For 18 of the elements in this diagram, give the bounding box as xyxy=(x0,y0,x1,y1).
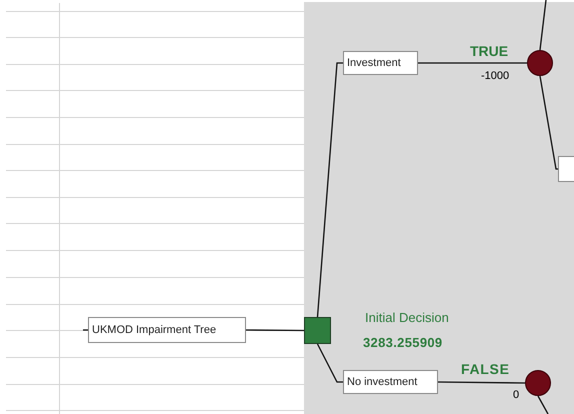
node-caption: Initial Decision xyxy=(365,311,449,324)
decision-node-square xyxy=(304,317,331,344)
node-value: -1000 xyxy=(481,71,510,82)
branch-line xyxy=(539,76,558,170)
branch-line xyxy=(539,0,547,50)
branch-label-box: No investment xyxy=(343,370,438,394)
branch-label-box: Investment xyxy=(343,51,418,75)
branch-label-box: UKMOD Impairment Tree xyxy=(88,317,246,343)
branch-line xyxy=(316,344,343,383)
branch-line xyxy=(418,62,527,64)
branch-line xyxy=(316,62,343,318)
node-caption: TRUE xyxy=(470,44,508,58)
branch-line xyxy=(438,381,525,384)
node-value: 0 xyxy=(513,390,520,401)
node-value: 3283.255909 xyxy=(363,336,442,349)
node-caption: FALSE xyxy=(461,362,510,376)
branch-line xyxy=(246,329,304,332)
branch-line xyxy=(537,396,549,414)
